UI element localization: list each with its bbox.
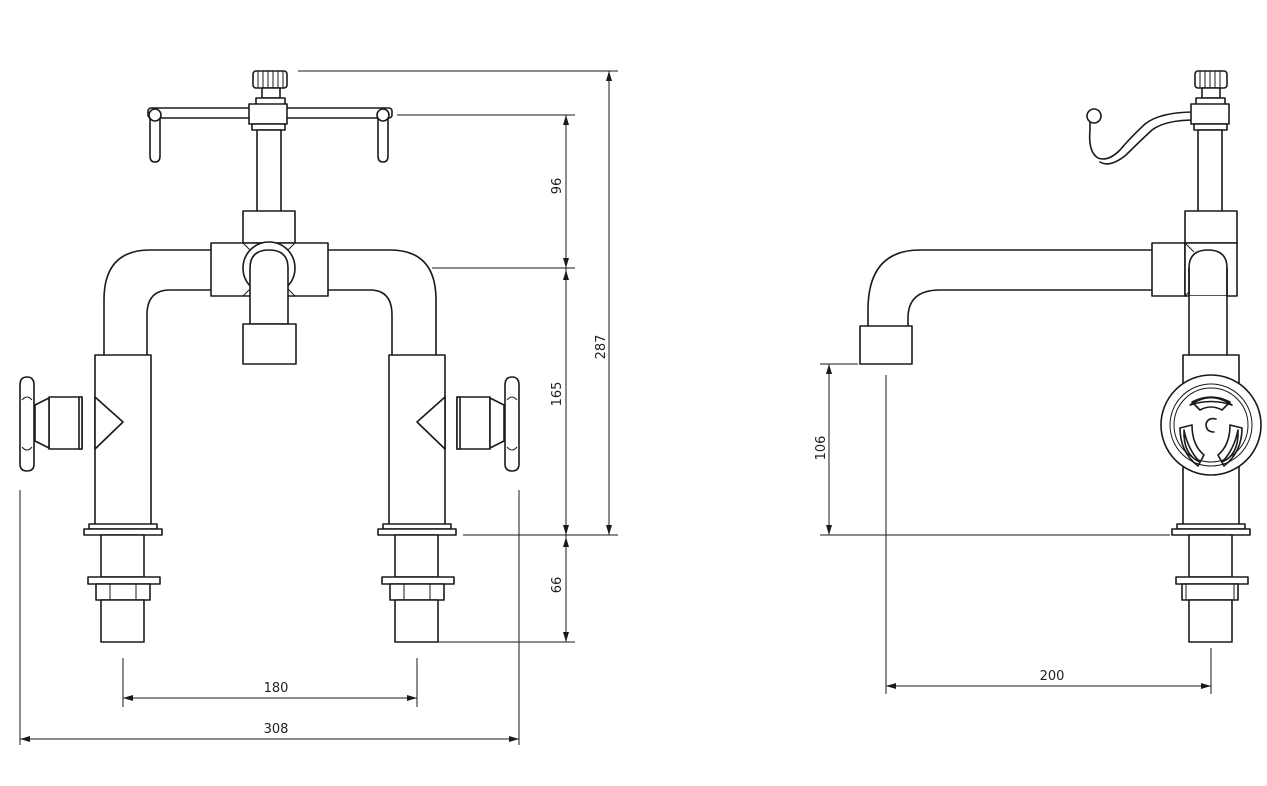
front-extension-lines	[19, 70, 618, 745]
front-left-valve	[19, 354, 152, 528]
side-lever-handle	[1086, 103, 1230, 165]
dim-66: 66	[550, 577, 565, 594]
dim-165: 165	[550, 382, 565, 407]
front-view: 287 96 165 66 180 308	[19, 70, 618, 745]
dim-96: 96	[550, 178, 565, 195]
dim-308: 308	[264, 722, 289, 737]
front-right-valve	[388, 354, 520, 528]
front-right-shank	[377, 523, 457, 643]
front-mixing-block	[210, 210, 329, 365]
side-stem	[1197, 129, 1223, 213]
side-mixing-block	[1151, 210, 1238, 357]
dim-287: 287	[594, 335, 609, 360]
front-top-knob	[252, 70, 288, 107]
side-dimension-lines	[820, 363, 1212, 694]
dim-180: 180	[264, 681, 289, 696]
dim-200: 200	[1040, 669, 1065, 684]
side-top-knob	[1194, 70, 1228, 107]
dim-106: 106	[814, 436, 829, 461]
side-spout	[859, 249, 1153, 365]
side-view: 106 200	[814, 70, 1262, 694]
front-stem	[256, 129, 282, 213]
front-left-shank	[83, 523, 163, 643]
front-lever-handle	[147, 103, 393, 163]
front-dimension-lines	[20, 71, 612, 742]
front-bridge-arms	[103, 249, 437, 356]
side-shank	[1171, 523, 1251, 643]
side-valve-body	[1160, 354, 1262, 528]
